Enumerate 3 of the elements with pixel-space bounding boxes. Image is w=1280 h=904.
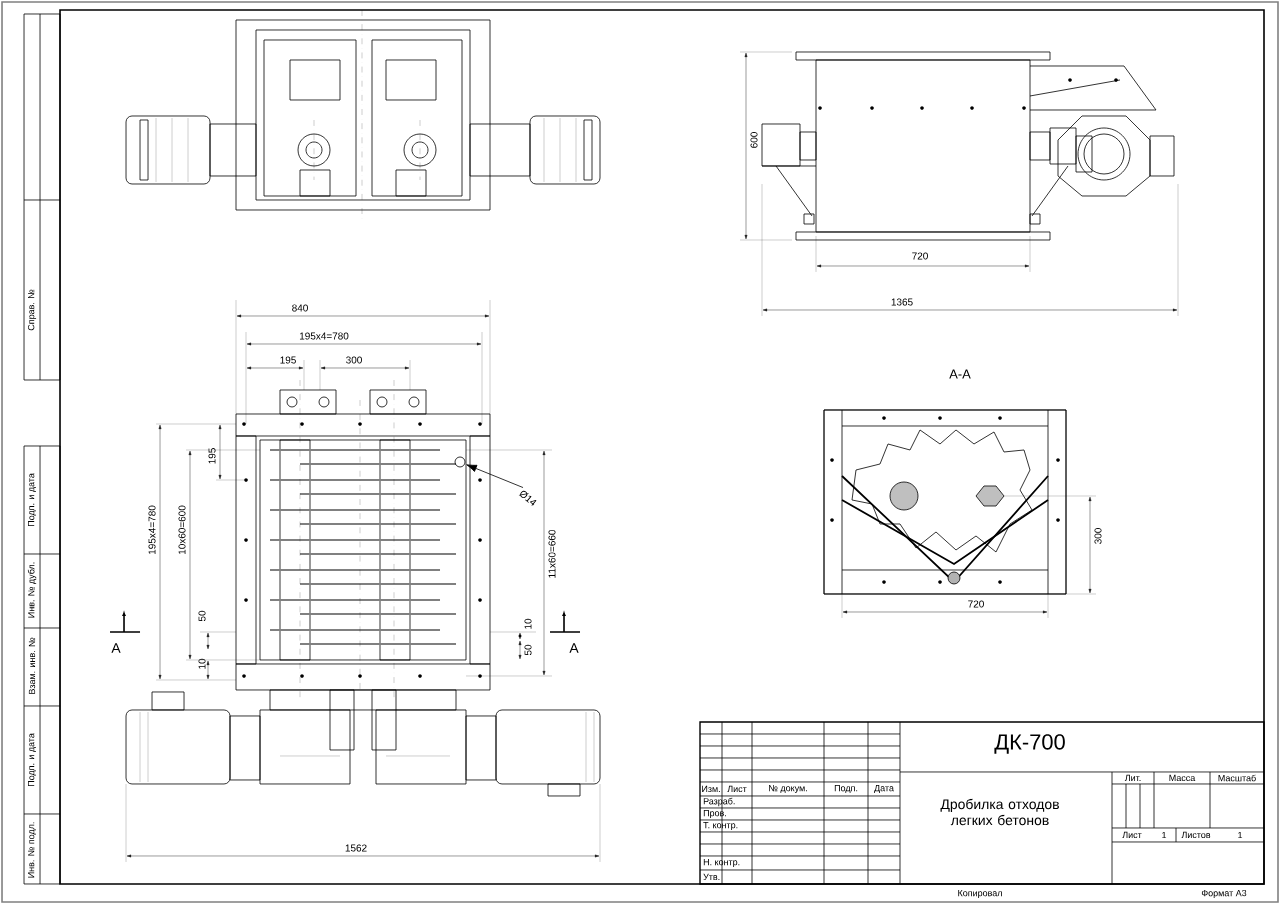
leader-line xyxy=(466,464,524,488)
hole xyxy=(454,456,466,468)
drawing-number: ДК-700 xyxy=(994,734,1065,754)
